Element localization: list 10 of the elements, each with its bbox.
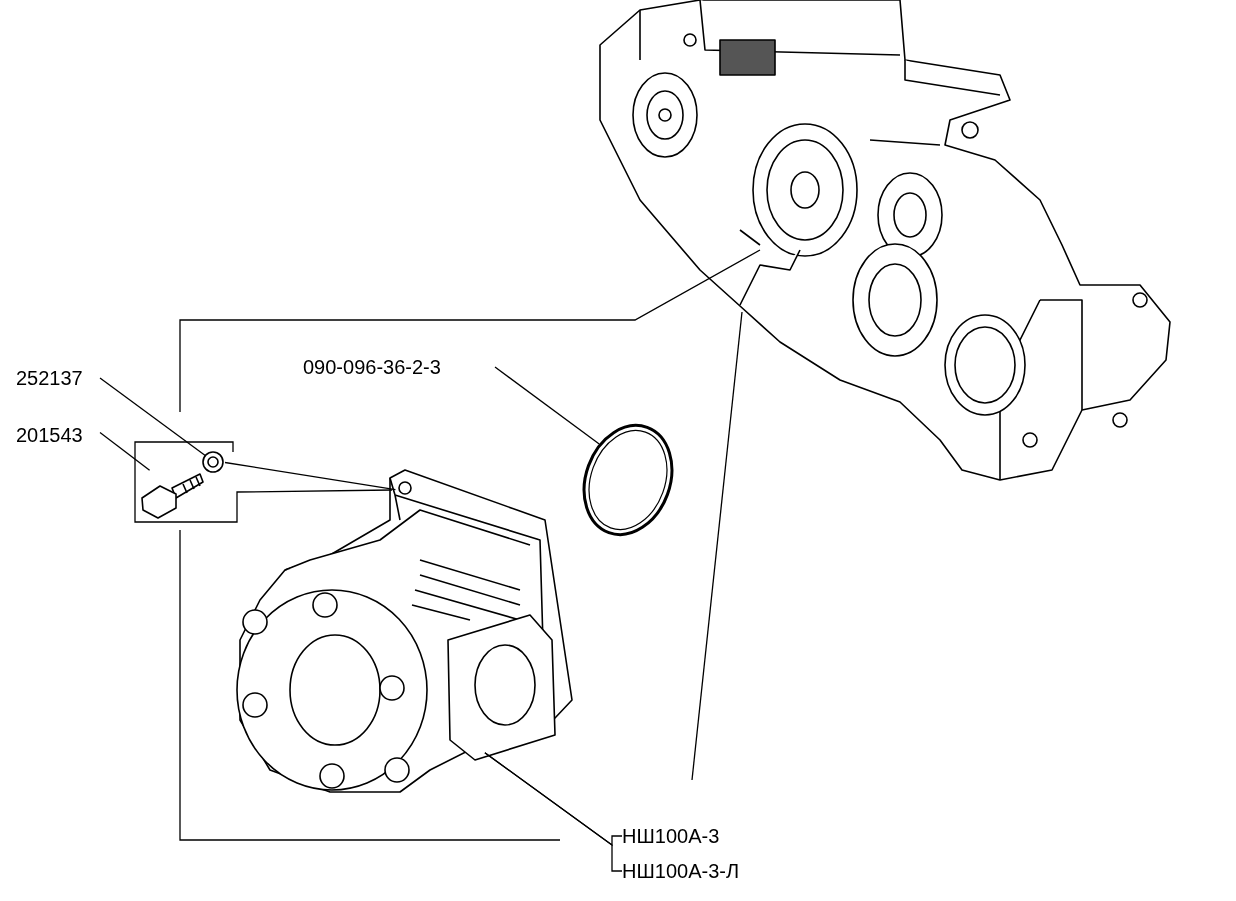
leader-line — [99, 377, 206, 457]
leader-line — [484, 752, 623, 872]
part-number: НШ100А-3-Л — [622, 860, 740, 882]
leader-line — [99, 431, 151, 471]
leader-line — [494, 366, 600, 445]
part-number: НШ100А-3 — [622, 825, 720, 847]
part-number: 252137 — [16, 367, 83, 389]
part-number: 201543 — [16, 424, 83, 446]
part-number: 090-096-36-2-3 — [303, 356, 441, 378]
leader-line — [224, 461, 397, 491]
